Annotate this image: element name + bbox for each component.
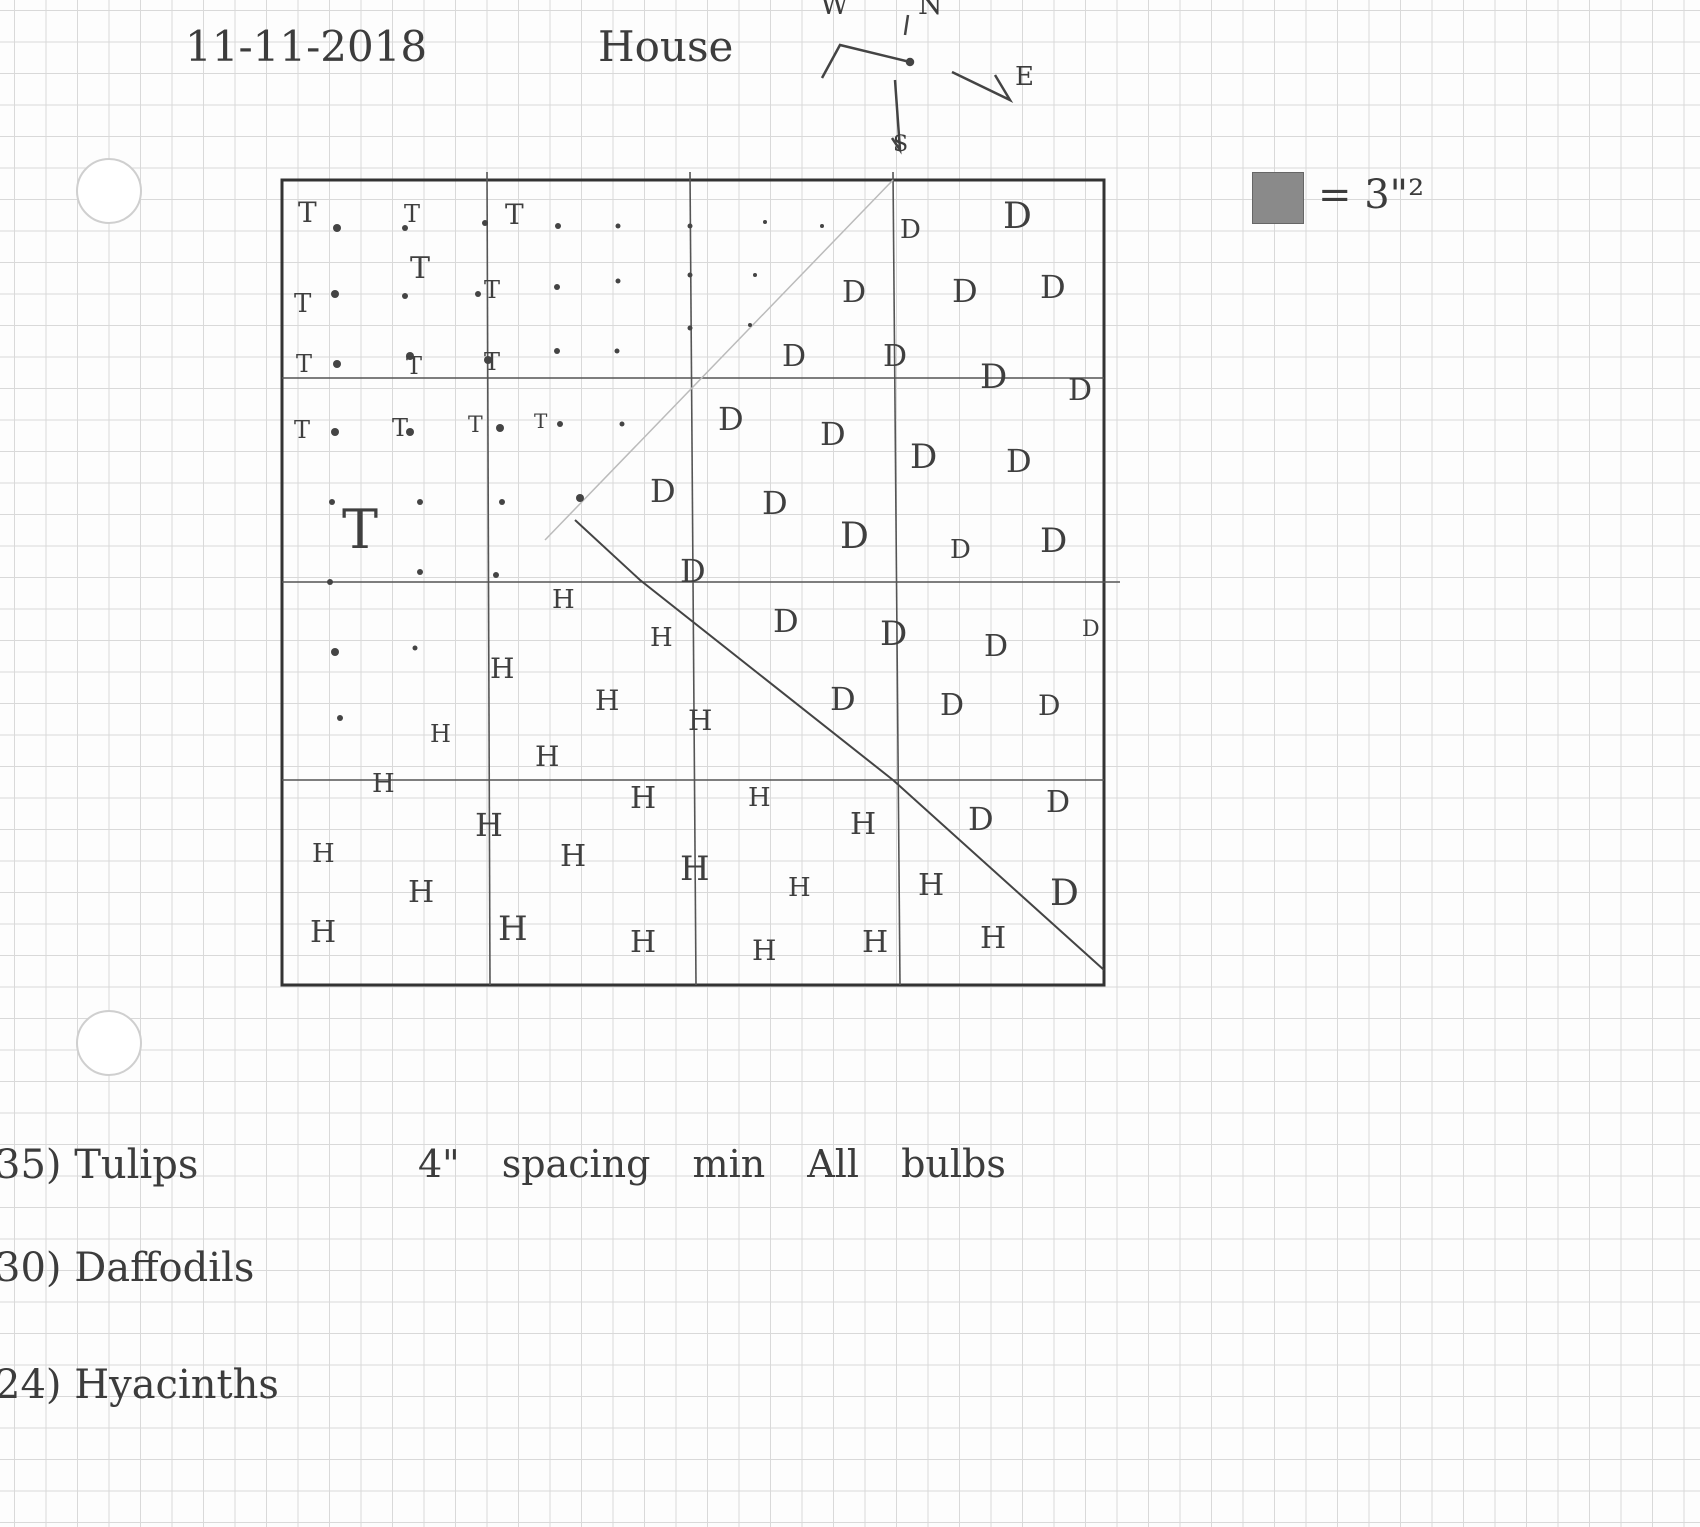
hyacinth-marker: H <box>310 915 336 950</box>
daffodil-marker: D <box>900 215 921 245</box>
hyacinth-marker: H <box>630 781 656 816</box>
compass-north-label: N <box>918 0 943 21</box>
note-tulips: 35) Tulips <box>0 1142 199 1188</box>
daffodil-marker: D <box>1038 689 1060 722</box>
hyacinth-marker: H <box>650 623 673 653</box>
binder-hole-top <box>76 158 142 224</box>
tulip-marker: T <box>484 348 500 376</box>
tulip-marker: T <box>298 196 317 229</box>
daffodil-marker: D <box>910 437 937 477</box>
tulip-marker: T <box>342 498 378 561</box>
daffodil-marker: D <box>968 800 994 838</box>
daffodil-marker: D <box>1046 785 1070 820</box>
daffodil-marker: D <box>650 472 676 510</box>
daffodil-marker: D <box>680 552 706 590</box>
hyacinth-marker: H <box>980 921 1006 956</box>
hyacinth-marker: H <box>498 909 528 949</box>
daffodil-marker: D <box>840 516 869 557</box>
hyacinth-marker: H <box>490 652 514 685</box>
divider-line <box>574 519 1105 971</box>
hyacinth-marker: H <box>475 806 503 844</box>
hyacinth-marker: H <box>552 585 575 615</box>
daffodil-marker: D <box>1082 617 1100 642</box>
tulip-marker: T <box>468 413 483 438</box>
daffodil-marker: D <box>984 629 1008 664</box>
daffodil-marker: D <box>880 614 907 654</box>
hyacinth-marker: H <box>850 807 876 842</box>
daffodil-marker: D <box>820 415 846 453</box>
daffodil-marker: D <box>1040 521 1067 561</box>
compass-west-label: W <box>820 0 849 21</box>
note-hyacinths: 24) Hyacinths <box>0 1362 279 1408</box>
page-title: House <box>598 22 734 71</box>
daffodil-marker: D <box>980 357 1007 397</box>
tulip-marker: T <box>296 350 312 378</box>
binder-hole-bottom <box>76 1010 142 1076</box>
hyacinth-marker: H <box>752 934 776 967</box>
bulb-dots <box>327 220 824 721</box>
daffodil-marker: D <box>1003 196 1032 237</box>
tulip-marker: T <box>406 352 422 380</box>
guide-line <box>544 179 894 541</box>
hyacinth-marker: H <box>630 925 656 960</box>
daffodil-marker: D <box>1068 373 1092 408</box>
hyacinth-marker: H <box>535 740 559 773</box>
legend-label: = 3"² <box>1318 172 1425 218</box>
hyacinth-marker: H <box>748 783 771 813</box>
tulip-marker: T <box>294 416 310 444</box>
daffodil-marker: D <box>952 272 978 310</box>
daffodil-marker: D <box>1006 442 1032 480</box>
hyacinth-marker: H <box>312 839 335 869</box>
daffodil-marker: D <box>762 484 788 522</box>
hyacinth-marker: H <box>788 873 811 903</box>
hyacinth-marker: H <box>918 868 944 903</box>
tulip-marker: T <box>392 414 408 442</box>
tulip-marker: T <box>404 200 420 228</box>
hyacinth-marker: H <box>862 925 888 960</box>
tulip-marker: T <box>534 409 548 433</box>
tulip-marker: T <box>294 289 312 319</box>
hyacinth-marker: H <box>680 849 710 889</box>
daffodil-marker: D <box>830 680 856 718</box>
compass-east-label: E <box>1015 62 1034 92</box>
daffodil-marker: D <box>842 275 866 310</box>
daffodil-marker: D <box>1040 268 1066 306</box>
hyacinth-marker: H <box>408 875 434 910</box>
legend-swatch <box>1252 172 1304 224</box>
compass-south-label: S <box>893 132 909 157</box>
daffodil-marker: D <box>940 688 964 723</box>
hyacinth-marker: H <box>595 684 619 717</box>
daffodil-marker: D <box>950 535 971 565</box>
daffodil-marker: D <box>883 339 907 374</box>
tulip-marker: T <box>505 198 524 231</box>
tulip-marker: T <box>410 251 430 286</box>
daffodil-marker: D <box>718 400 744 438</box>
hyacinth-marker: H <box>372 769 395 799</box>
plan-grid <box>282 171 1120 986</box>
date-label: 11-11-2018 <box>185 22 428 71</box>
daffodil-marker: D <box>782 339 806 374</box>
hyacinth-marker: H <box>560 839 586 874</box>
daffodil-marker: D <box>773 602 799 640</box>
tulip-marker: T <box>484 276 500 304</box>
note-daffodils: 30) Daffodils <box>0 1245 255 1291</box>
hyacinth-marker: H <box>430 720 451 748</box>
daffodil-marker: D <box>1050 873 1079 914</box>
hyacinth-marker: H <box>688 704 712 737</box>
note-spacing: 4" spacing min All bulbs <box>418 1142 1006 1186</box>
